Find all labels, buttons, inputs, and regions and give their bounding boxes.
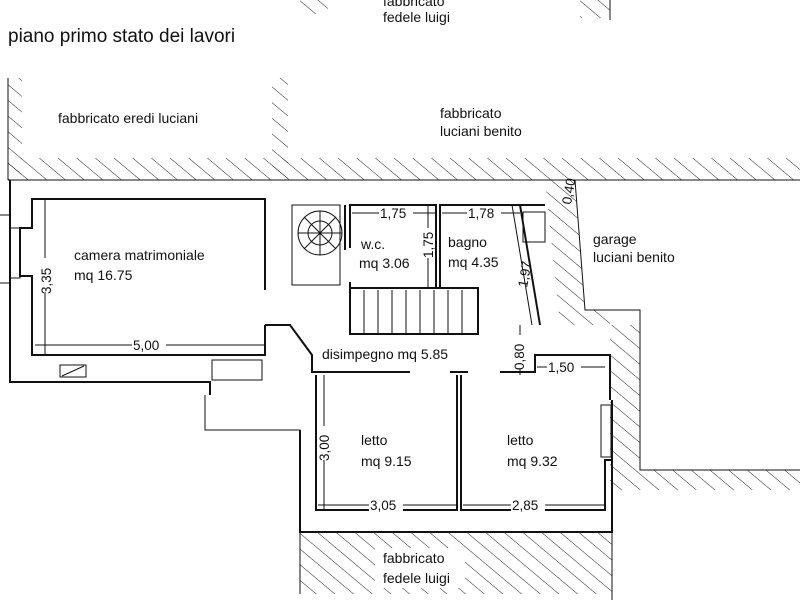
dim-bagno-w: 1,78 [468, 206, 494, 221]
room-wc-area: mq 3.06 [359, 255, 410, 271]
neighbor-luciani-label-1: fabbricato [440, 105, 502, 121]
dim-letto2-w: 2,85 [512, 498, 538, 513]
dim-bagno-diag: 1,97 [515, 260, 534, 288]
garage-walls [545, 179, 800, 490]
room-camera-area: mq 16.75 [74, 267, 133, 283]
dim-camera-w: 5,00 [133, 338, 159, 353]
dim-wall-040: 0,40 [559, 177, 578, 205]
plan-title: piano primo stato dei lavori [8, 26, 235, 47]
neighbor-luciani-label-2: luciani benito [440, 123, 522, 139]
garage-label-2: luciani benito [593, 249, 675, 265]
dimension-labels: 3,35 5,00 1,75 1,75 1,78 1,97 0,40 0,80 … [38, 177, 581, 513]
room-wc-name: w.c. [360, 236, 385, 252]
neighbor-eredi-luciani: fabbricato eredi luciani [58, 110, 198, 126]
top-neighbor-label-2: fedele luigi [383, 9, 450, 25]
dim-letto1-w: 3,05 [370, 498, 396, 513]
room-bagno-area: mq 4.35 [448, 254, 499, 270]
dim-wc-w: 1,75 [380, 206, 406, 221]
upper-neighbor-walls [7, 78, 800, 181]
top-neighbor-label-1: fabbricato [383, 0, 445, 9]
dim-letto2-top: 1,50 [548, 360, 574, 375]
top-neighbor-hatch [300, 0, 611, 20]
garage-label-1: garage [593, 231, 637, 247]
dim-camera-h: 3,35 [39, 268, 54, 294]
room-camera-name: camera matrimoniale [74, 247, 205, 263]
dim-passage: 0,80 [512, 344, 527, 370]
room-letto2-area: mq 9.32 [507, 453, 558, 469]
room-letto1-name: letto [361, 432, 388, 448]
dim-wc-h: 1,75 [421, 232, 436, 258]
room-letto1-area: mq 9.15 [361, 453, 412, 469]
bottom-neighbor-label-2: fedele luigi [383, 570, 450, 586]
dim-letto1-h: 3,00 [317, 435, 332, 461]
room-bagno-name: bagno [448, 234, 487, 250]
bottom-neighbor-label-1: fabbricato [383, 550, 445, 566]
room-disimpegno-label: disimpegno mq 5.85 [322, 346, 448, 362]
room-letto2-name: letto [507, 432, 534, 448]
